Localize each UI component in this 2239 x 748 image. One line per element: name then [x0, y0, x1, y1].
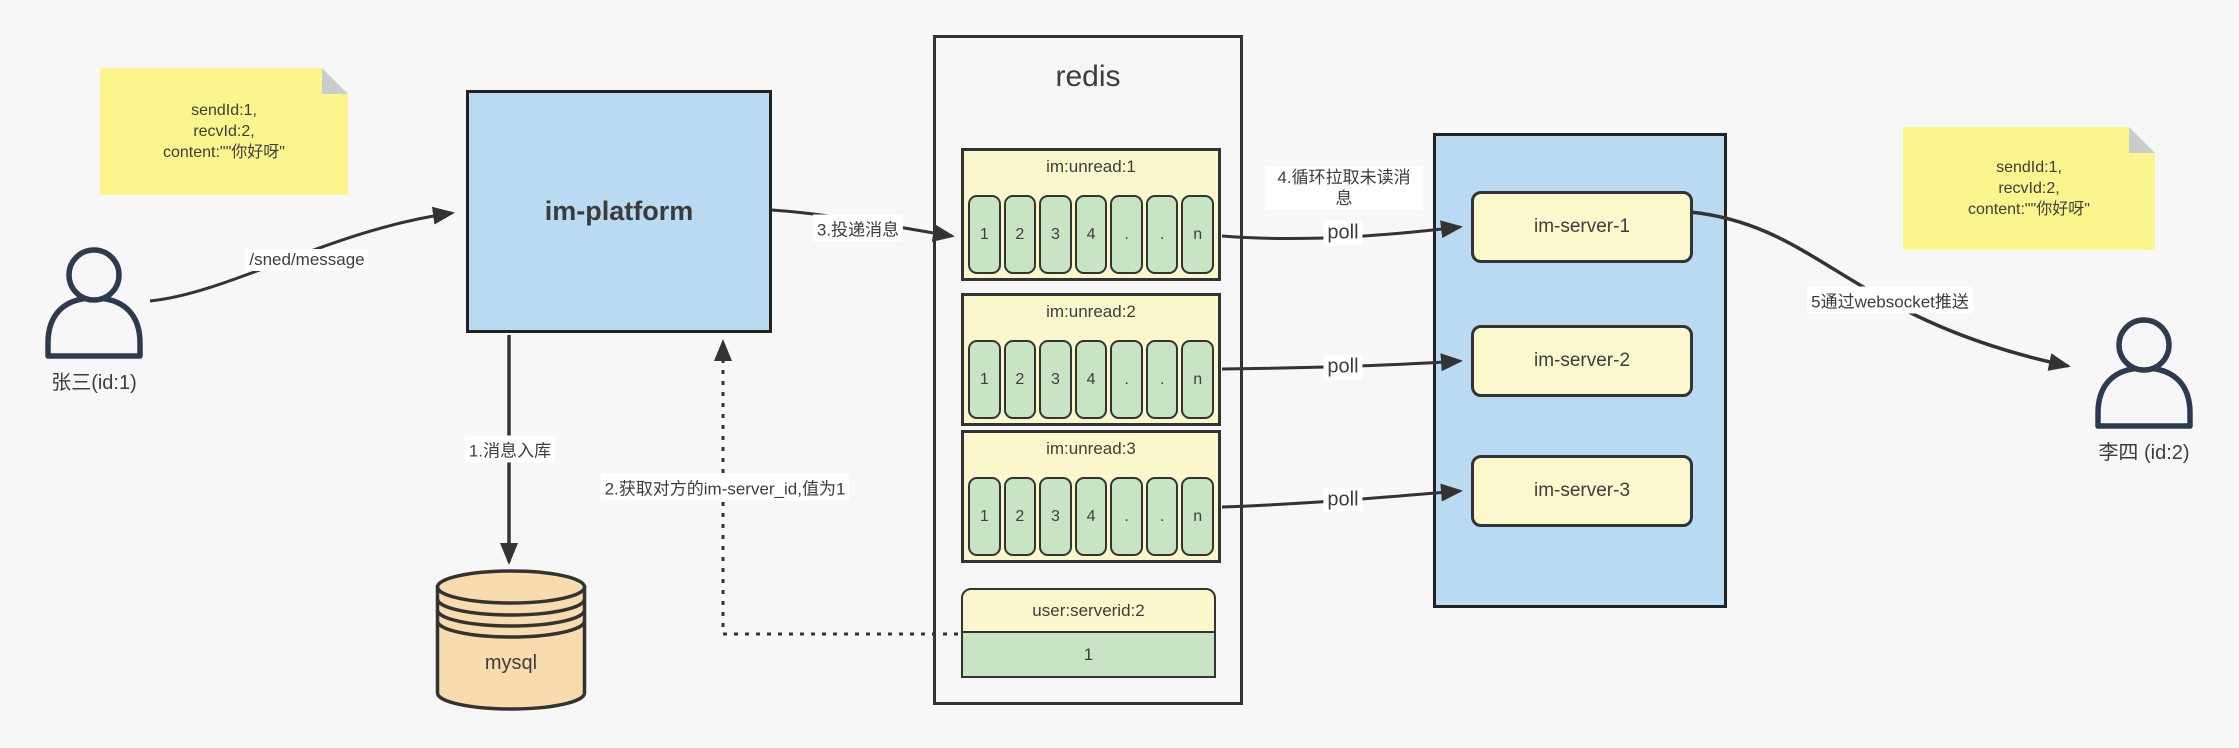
queue-cell: 4 [1074, 477, 1108, 556]
label-send-endpoint: /sned/message [245, 249, 369, 271]
receiver-label: 李四 (id:2) [2098, 442, 2190, 464]
queue-cell: 1 [968, 340, 1001, 419]
note-line: content:""你好呀" [163, 144, 285, 161]
label-step3: 3.投递消息 [812, 214, 904, 242]
redis-queue-group-1: im:unread:1 1 2 3 4 . . n [961, 148, 1221, 281]
im-server-3-box: im-server-3 [1471, 455, 1693, 527]
im-platform-label: im-platform [544, 196, 694, 226]
queue-cell: 3 [1039, 195, 1072, 274]
queue-header: im:unread:2 [1046, 302, 1136, 321]
queue-cells: 1 2 3 4 . . n [968, 340, 1215, 419]
label-poll-3: poll [1323, 487, 1363, 513]
redis-container: redis im:unread:1 1 2 3 4 . . n im:unrea… [933, 35, 1243, 705]
person-icon [45, 247, 143, 359]
label-step1: 1.消息入库 [464, 435, 556, 463]
queue-cell: 3 [1039, 340, 1072, 419]
sticky-note-right: sendId:1, recvId:2, content:""你好呀" [1903, 127, 2155, 250]
redis-title: redis [1055, 60, 1121, 93]
label-step2: 2.获取对方的im-server_id,值为1 [600, 473, 850, 501]
queue-cell: 1 [968, 477, 1001, 556]
queue-cells: 1 2 3 4 . . n [968, 477, 1215, 556]
label-poll-2: poll [1323, 354, 1363, 380]
queue-header: im:unread:1 [1046, 157, 1136, 176]
note-line: content:""你好呀" [1968, 201, 2090, 218]
sticky-note-left: sendId:1, recvId:2, content:""你好呀" [100, 68, 348, 195]
redis-queue-group-2: im:unread:2 1 2 3 4 . . n [961, 293, 1221, 426]
redis-queue-group-3: im:unread:3 1 2 3 4 . . n [961, 430, 1221, 563]
queue-cell: . [1110, 340, 1143, 419]
queue-cell: . [1145, 477, 1179, 556]
sender-label: 张三(id:1) [51, 372, 137, 394]
kv-value: 1 [961, 633, 1216, 678]
label-step5: 5通过websocket推送 [1807, 286, 1973, 314]
note-line: recvId:2, [193, 123, 255, 140]
queue-cell: 2 [1003, 477, 1037, 556]
queue-cell: n [1181, 340, 1215, 419]
queue-cells: 1 2 3 4 . . n [968, 195, 1215, 274]
im-platform-box: im-platform [466, 90, 772, 333]
queue-cell: 4 [1074, 340, 1108, 419]
queue-cell: . [1145, 340, 1179, 419]
mysql-label: mysql [484, 652, 538, 674]
queue-cell: 4 [1074, 195, 1108, 274]
queue-cell: n [1181, 195, 1215, 274]
queue-cell: 2 [1003, 195, 1037, 274]
im-server-1-box: im-server-1 [1471, 191, 1693, 263]
queue-cell: 1 [968, 195, 1001, 274]
label-poll-1: poll [1323, 220, 1363, 246]
im-server-cluster: im-server-1 im-server-2 im-server-3 [1433, 133, 1727, 608]
kv-header: user:serverid:2 [961, 588, 1216, 633]
note-line: sendId:1, [191, 102, 257, 119]
user-serverid-box: user:serverid:2 1 [961, 588, 1216, 678]
queue-cell: . [1110, 195, 1143, 274]
queue-header: im:unread:3 [1046, 439, 1136, 458]
label-step4: 4.循环拉取未读消息 [1265, 166, 1423, 210]
note-line: sendId:1, [1996, 159, 2062, 176]
im-server-2-box: im-server-2 [1471, 325, 1693, 397]
queue-cell: 2 [1003, 340, 1037, 419]
mysql-database-icon [435, 569, 587, 711]
queue-cell: . [1145, 195, 1179, 274]
note-line: recvId:2, [1998, 180, 2060, 197]
queue-cell: . [1110, 477, 1143, 556]
queue-cell: 3 [1039, 477, 1072, 556]
queue-cell: n [1181, 477, 1215, 556]
person-icon [2095, 317, 2193, 429]
